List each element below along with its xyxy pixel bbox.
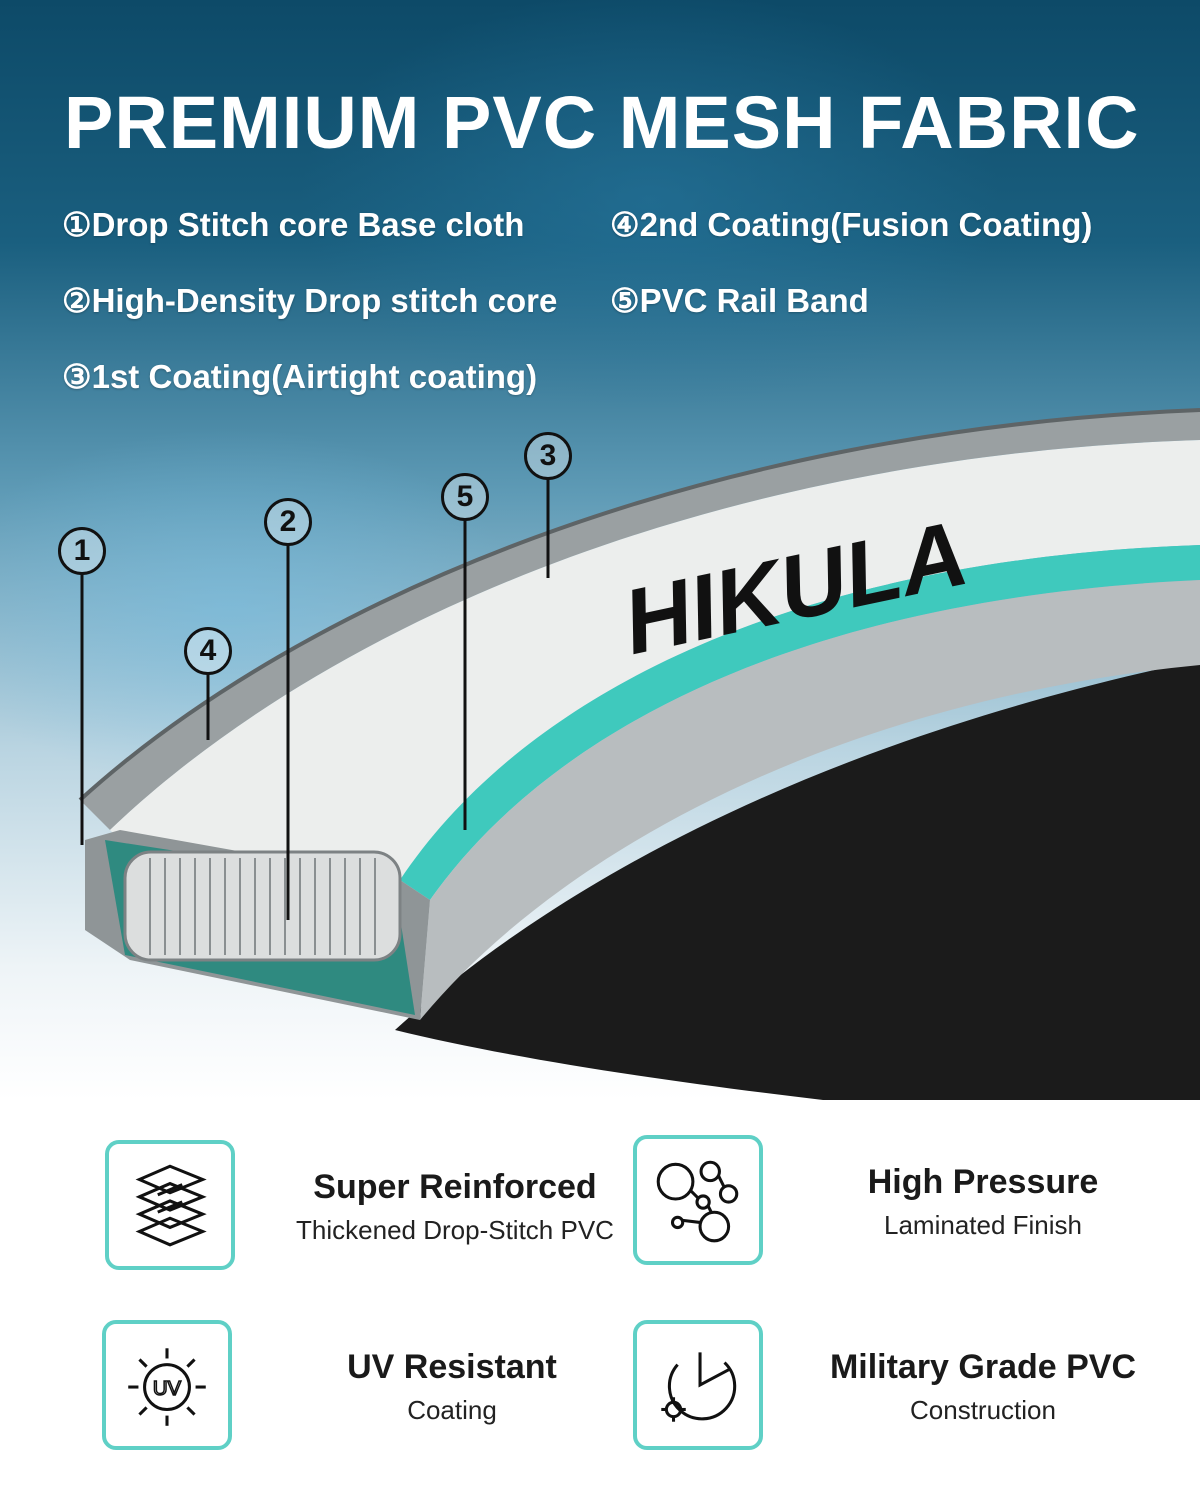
drop-stitch-core: [123, 850, 402, 962]
feature-uv-resistant: UV UV Resistant Coating: [102, 1320, 662, 1460]
legend-number: ⑤: [610, 282, 640, 319]
legend-number: ④: [610, 206, 640, 243]
legend-item-5: ⑤PVC Rail Band: [610, 281, 869, 320]
uv-sun-icon: UV: [102, 1320, 232, 1450]
mesh-bottom-surface: [395, 660, 1200, 1100]
feature-subtitle: Coating: [407, 1395, 497, 1425]
feature-title: Military Grade PVC: [829, 1348, 1137, 1386]
gauge-icon: [633, 1320, 763, 1450]
legend-number: ②: [62, 282, 92, 319]
callout-3: 3: [524, 432, 572, 480]
feature-title: Super Reinforced: [313, 1168, 597, 1206]
feature-high-pressure: High Pressure Laminated Finish: [633, 1135, 1193, 1275]
board-side-wall: [420, 580, 1200, 1020]
callout-1: 1: [58, 527, 106, 575]
feature-super-reinforced: Super Reinforced Thickened Drop-Stitch P…: [105, 1140, 665, 1280]
feature-text: Super Reinforced Thickened Drop-Stitch P…: [255, 1168, 655, 1246]
board-cross-section-illustration: HIKULA: [78, 408, 1200, 1100]
legend-item-3: ③1st Coating(Airtight coating): [62, 357, 537, 396]
svg-text:UV: UV: [153, 1378, 182, 1400]
callout-4: 4: [184, 627, 232, 675]
feature-military-grade: Military Grade PVC Construction: [633, 1320, 1193, 1460]
feature-subtitle: Laminated Finish: [884, 1210, 1082, 1240]
feature-text: UV Resistant Coating: [252, 1348, 652, 1426]
feature-subtitle: Thickened Drop-Stitch PVC: [296, 1215, 614, 1245]
legend-label: 1st Coating(Airtight coating): [91, 358, 538, 395]
drop-stitch-threads: [149, 858, 376, 955]
molecule-icon: [633, 1135, 763, 1265]
legend-item-1: ①Drop Stitch core Base cloth: [62, 205, 524, 244]
legend-label: PVC Rail Band: [639, 282, 869, 319]
feature-text: High Pressure Laminated Finish: [783, 1163, 1183, 1241]
board-top-surface: [110, 440, 1200, 880]
legend-number: ①: [62, 206, 92, 243]
feature-title: High Pressure: [867, 1163, 1099, 1201]
legend-label: Drop Stitch core Base cloth: [91, 206, 525, 243]
hero-section: HIKULA PREMIUM PVC MESH FABRIC ①Drop Sti…: [0, 0, 1200, 1100]
legend-item-4: ④2nd Coating(Fusion Coating): [610, 205, 1092, 244]
callout-5: 5: [441, 473, 489, 521]
pvc-rail-band: [400, 545, 1200, 900]
page-title: PREMIUM PVC MESH FABRIC: [64, 81, 1140, 164]
layers-icon: [105, 1140, 235, 1270]
legend-label: 2nd Coating(Fusion Coating): [639, 206, 1093, 243]
callout-leaders: [80, 478, 550, 920]
callout-2: 2: [264, 498, 312, 546]
feature-grid: Super Reinforced Thickened Drop-Stitch P…: [0, 1100, 1200, 1500]
legend-item-2: ②High-Density Drop stitch core: [62, 281, 557, 320]
feature-subtitle: Construction: [910, 1395, 1056, 1425]
feature-title: UV Resistant: [347, 1348, 557, 1386]
legend-label: High-Density Drop stitch core: [91, 282, 558, 319]
feature-text: Military Grade PVC Construction: [783, 1348, 1183, 1426]
legend-number: ③: [62, 358, 92, 395]
